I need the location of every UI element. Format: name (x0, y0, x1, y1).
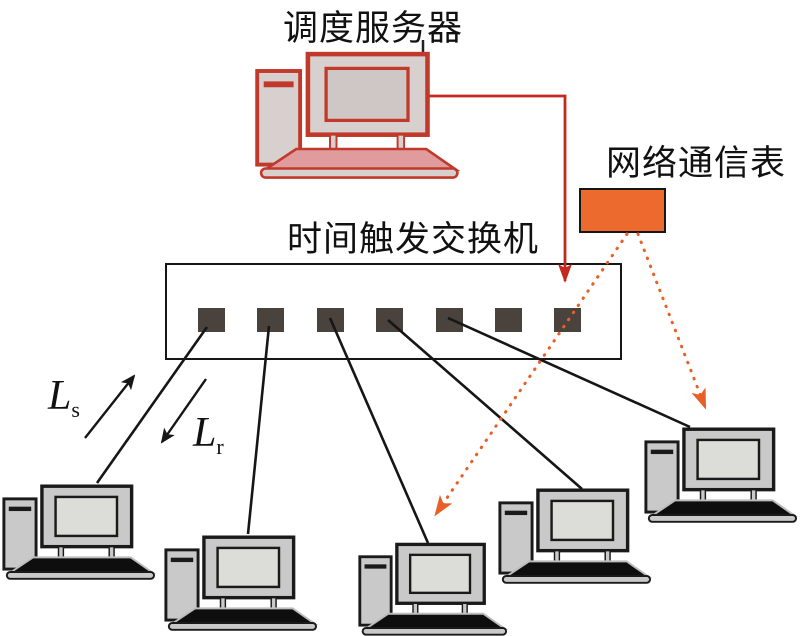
send-link-label: Ls (48, 372, 80, 422)
network-comm-table-box (579, 188, 666, 233)
comm-table-dotted-link-pc5 (636, 232, 707, 410)
ls-arrow (84, 374, 136, 439)
terminal-pc-1 (3, 486, 155, 579)
receive-link-label: Lr (193, 409, 224, 459)
dispatch-server-label: 调度服务器 (283, 9, 464, 48)
receive-link-subscript: r (216, 434, 224, 459)
send-link-symbol: L (48, 373, 72, 419)
terminal-pc-2 (165, 537, 317, 630)
switch-port-4 (376, 308, 404, 332)
switch-port-3 (316, 308, 344, 332)
terminal-pc-4 (499, 490, 651, 583)
terminal-pc-5 (645, 429, 797, 522)
switch-port-6 (495, 308, 522, 332)
terminal-pc-3 (359, 544, 507, 635)
time-triggered-switch-label: 时间触发交换机 (287, 220, 540, 259)
receive-link-symbol: L (193, 410, 217, 456)
time-triggered-switch-box (165, 263, 622, 360)
network-comm-table-label: 网络通信表 (606, 144, 787, 183)
switch-port-1 (198, 308, 225, 332)
send-link-subscript: s (71, 397, 80, 422)
dispatch-server-computer (257, 54, 458, 178)
switch-port-7 (554, 308, 582, 332)
switch-port-5 (435, 308, 463, 332)
switch-port-2 (257, 308, 285, 332)
